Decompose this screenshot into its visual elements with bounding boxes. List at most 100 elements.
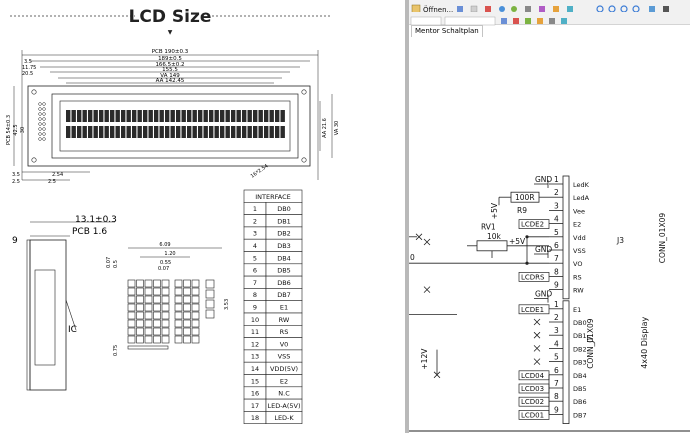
- toolbar-icon-3[interactable]: [485, 6, 491, 12]
- toolbar-icon-4[interactable]: [499, 6, 505, 12]
- lcd-char-cell: [258, 126, 263, 138]
- pin-number: 2: [554, 313, 559, 322]
- lcd-char-cell: [236, 126, 241, 138]
- dot-cell: [174, 319, 183, 328]
- toolbar-icon-11[interactable]: [663, 6, 669, 12]
- pin-name: E2: [573, 221, 581, 229]
- header-pin: [38, 132, 42, 136]
- dot-cell: [161, 287, 170, 296]
- pane-splitter[interactable]: [405, 0, 409, 433]
- lcd-char-cell: [165, 126, 170, 138]
- interface-pin-name: LED-K: [274, 414, 294, 422]
- dot-cell: [205, 299, 215, 309]
- interface-pin-name: DB2: [277, 230, 291, 238]
- pin-name: DB7: [573, 411, 587, 419]
- dot-cell: [144, 303, 153, 312]
- lcd-char-cell: [253, 126, 258, 138]
- header-pin: [42, 107, 46, 111]
- dot-cell: [174, 303, 183, 312]
- header-pin: [42, 112, 46, 116]
- toolbar2-icon-2[interactable]: [513, 18, 519, 24]
- toolbar2-icon-3[interactable]: [525, 18, 531, 24]
- dim-b-2-54: 2.54: [52, 172, 63, 178]
- schematic-elements: 1LedK2LedA3Vee4E25Vdd6VSS7VO8RS9RW1E12DB…: [409, 175, 667, 424]
- dot-cell: [183, 287, 191, 296]
- lcd-char-cell: [264, 110, 269, 122]
- power-5v-label: +5V: [490, 202, 499, 219]
- lcd-char-cell: [181, 126, 186, 138]
- interface-pin-number: 5: [253, 254, 257, 262]
- dot-cell: [144, 311, 153, 320]
- grid-select[interactable]: [410, 16, 442, 26]
- dim-v-42: 42.5: [13, 124, 19, 135]
- dot-cell: [136, 311, 144, 320]
- toolbar2-icon-4[interactable]: [537, 18, 543, 24]
- toolbar2-icon-5[interactable]: [549, 18, 555, 24]
- net-label: LCD02: [518, 396, 550, 407]
- connector-name-b: CONN_01X09: [586, 318, 595, 369]
- tab-mentor-schaltplan[interactable]: Mentor Schaltplan: [411, 25, 483, 37]
- gnd-label: GND: [535, 245, 552, 254]
- dim-b-2-5: 2.5: [12, 179, 20, 185]
- header-pin: [38, 117, 42, 121]
- lcd-char-cell: [110, 126, 115, 138]
- dot-cell: [191, 295, 200, 304]
- pin-name: Vee: [573, 207, 585, 215]
- zoom-select[interactable]: [444, 16, 496, 26]
- pin-name: RS: [573, 273, 582, 281]
- no-connect-icon: [533, 345, 541, 352]
- toolbar-icon-8[interactable]: [553, 6, 559, 12]
- net-label-text: LCDRS: [521, 273, 545, 281]
- toolbar-icon-10[interactable]: [649, 6, 655, 12]
- interface-pin-name: E2: [280, 377, 288, 385]
- interface-pin-number: 6: [253, 267, 257, 275]
- interface-pin-name: DB3: [277, 242, 291, 250]
- dot-cell: [191, 311, 200, 320]
- dot-cell: [183, 311, 191, 320]
- lcd-char-cell: [187, 126, 192, 138]
- toolbar2-icon-6[interactable]: [561, 18, 567, 24]
- toolbar-icon-6[interactable]: [525, 6, 531, 12]
- lcd-char-cell: [192, 126, 197, 138]
- lcd-char-cell: [126, 126, 131, 138]
- dot-cell: [191, 327, 200, 336]
- potentiometer-rv1: [476, 240, 508, 252]
- toolbar2-icon-1[interactable]: [501, 18, 507, 24]
- toolbar-icon-9[interactable]: [567, 6, 573, 12]
- lcd-char-cell: [242, 126, 247, 138]
- lcd-bezel: [51, 93, 299, 159]
- dot-cell: [161, 335, 170, 344]
- net-label-text: LCD01: [521, 411, 544, 419]
- dim-left-20-5: 20.5: [22, 71, 33, 77]
- pin-number: 8: [554, 392, 559, 401]
- dim-pcb: PCB 190±0.3: [152, 49, 189, 55]
- dot-cell: [205, 279, 215, 289]
- dot-cell: [136, 295, 144, 304]
- dot-cell: [144, 319, 153, 328]
- lcd-char-cell: [269, 126, 274, 138]
- dot-cell: [183, 303, 191, 312]
- toolbar-icon-5[interactable]: [511, 6, 517, 12]
- schematic-canvas[interactable]: 1LedK2LedA3Vee4E25Vdd6VSS7VO8RS9RW1E12DB…: [409, 38, 690, 433]
- dot-cell: [174, 287, 183, 296]
- toolbar-icon-1[interactable]: [457, 6, 463, 12]
- dim-b-3-5: 3.5: [12, 172, 20, 178]
- dot-cell: [153, 319, 161, 328]
- pin-name: DB2: [573, 345, 587, 353]
- dot-cell: [161, 319, 170, 328]
- dot-cell: [127, 287, 136, 296]
- connector-ref-j3: J3: [616, 236, 624, 245]
- dim-va: VA 149: [160, 73, 180, 79]
- lcd-char-cell: [280, 110, 285, 122]
- dim-155: 155.5: [162, 67, 178, 73]
- lcd-char-cell: [93, 110, 98, 122]
- lcd-char-cell: [115, 110, 120, 122]
- header-pin: [38, 102, 42, 106]
- lcd-char-cell: [154, 110, 159, 122]
- toolbar-icon-7[interactable]: [539, 6, 545, 12]
- pin-number: 4: [554, 215, 559, 224]
- no-connect-icon: [533, 331, 541, 339]
- open-button[interactable]: Öffnen...: [423, 5, 453, 14]
